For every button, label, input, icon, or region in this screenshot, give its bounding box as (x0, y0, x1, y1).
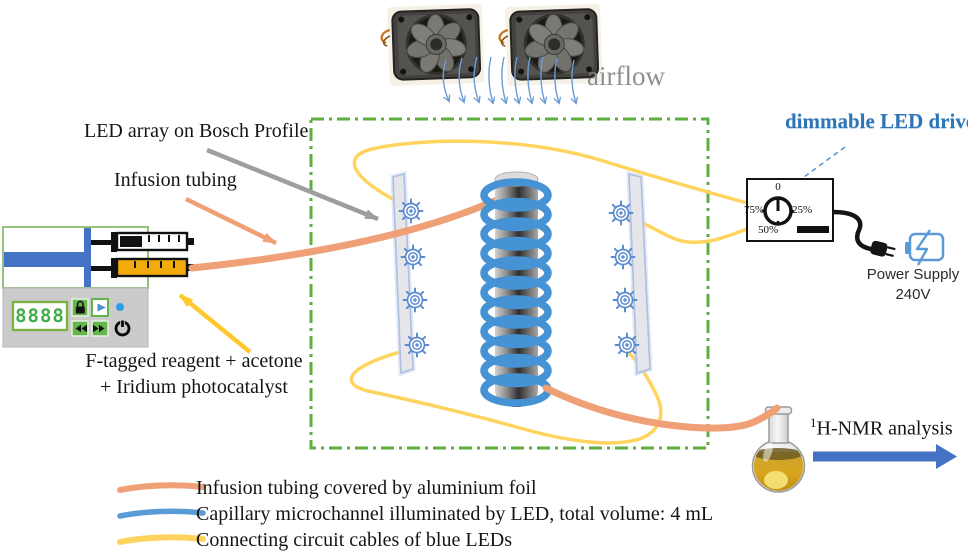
fast-forward-icon (93, 324, 99, 333)
pump-pusher-bar (84, 228, 91, 287)
led-array-right-bar (626, 170, 653, 377)
label-reagent: F-tagged reagent + acetone + Iridium pho… (66, 348, 322, 400)
nmr-arrow (813, 444, 957, 469)
driver-power-cable (832, 209, 872, 252)
legend-swatch-cable (117, 534, 206, 545)
syringe-pump (2, 226, 194, 348)
fan-icon (379, 2, 487, 88)
battery-icon (905, 229, 945, 266)
play-icon (97, 303, 106, 312)
pump-display (11, 300, 69, 332)
pump-display-value: 8888 (15, 305, 65, 327)
dial-label-25: 25% (792, 204, 813, 216)
lock-icon (75, 300, 85, 314)
pump-forward-button (91, 320, 109, 337)
legend-swatch-tubing (117, 482, 206, 493)
power-plug-icon (870, 240, 896, 258)
legend-item-label: Infusion tubing covered by aluminium foi… (196, 477, 537, 499)
led-icon (400, 244, 426, 270)
driver-dial (761, 196, 795, 226)
syringe-empty (91, 231, 194, 252)
label-reagent-line1: F-tagged reagent + acetone (85, 350, 303, 372)
led-icon (612, 287, 638, 313)
rewind-icon (75, 324, 81, 333)
driver-label-bar (797, 226, 829, 233)
nmr-superscript: 1 (810, 415, 817, 430)
dial-label-0: 0 (775, 181, 781, 193)
syringe-reagent (91, 257, 194, 278)
label-dimmable-driver: dimmable LED driver (785, 109, 968, 133)
reagent-pointer-arrow (178, 293, 252, 354)
pump-lock-button (71, 298, 89, 317)
led-array-pointer-arrow (206, 147, 379, 222)
led-icon (610, 244, 636, 270)
legend-item-label: Connecting circuit cables of blue LEDs (196, 529, 513, 551)
led-driver-box (746, 178, 834, 242)
infusion-tubing-inlet (188, 194, 506, 272)
led-icon (404, 332, 430, 358)
pump-carriage-bar (4, 252, 86, 267)
led-icon (608, 200, 634, 226)
legend-item-label: Capillary microchannel illuminated by LE… (196, 503, 714, 525)
pump-power-button (114, 320, 131, 337)
led-icon (614, 332, 640, 358)
legend-swatches (117, 482, 206, 545)
led-icon (402, 287, 428, 313)
led-cable-top-left (352, 139, 749, 210)
led-cables (349, 139, 749, 445)
led-icon (398, 198, 424, 224)
pump-status-led (116, 303, 124, 311)
flask-liquid (753, 448, 804, 491)
pump-rewind-button (71, 320, 89, 337)
label-power-supply-line1: Power Supply (866, 266, 960, 283)
dial-label-50: 50% (758, 224, 779, 236)
led-array-left-bar (390, 170, 416, 377)
capillary-coil-loops (480, 178, 552, 407)
nmr-text: H-NMR analysis (816, 417, 953, 440)
label-nmr-analysis: 1H-NMR analysis (810, 415, 953, 441)
airflow-arrows (442, 56, 576, 103)
led-cable-top-right (623, 214, 749, 245)
led-cable-bottom (349, 346, 663, 445)
capillary-coil-reactor (480, 171, 552, 407)
label-power-supply: Power Supply 240V (858, 265, 968, 305)
collection-flask (751, 406, 806, 493)
label-infusion-tubing: Infusion tubing (114, 169, 237, 191)
label-power-supply-line2: 240V (895, 286, 931, 303)
infusion-tubing-outlet (542, 384, 781, 432)
driver-pointer-line (803, 146, 846, 178)
pump-run-button (91, 298, 109, 317)
infusion-tubing-pointer-arrow (185, 196, 277, 246)
dial-label-75: 75% (744, 204, 765, 216)
label-led-array: LED array on Bosch Profile (84, 120, 309, 142)
label-airflow: airflow (587, 61, 665, 91)
legend-swatch-capillary (117, 508, 206, 519)
label-reagent-line2: + Iridium photocatalyst (100, 376, 288, 398)
